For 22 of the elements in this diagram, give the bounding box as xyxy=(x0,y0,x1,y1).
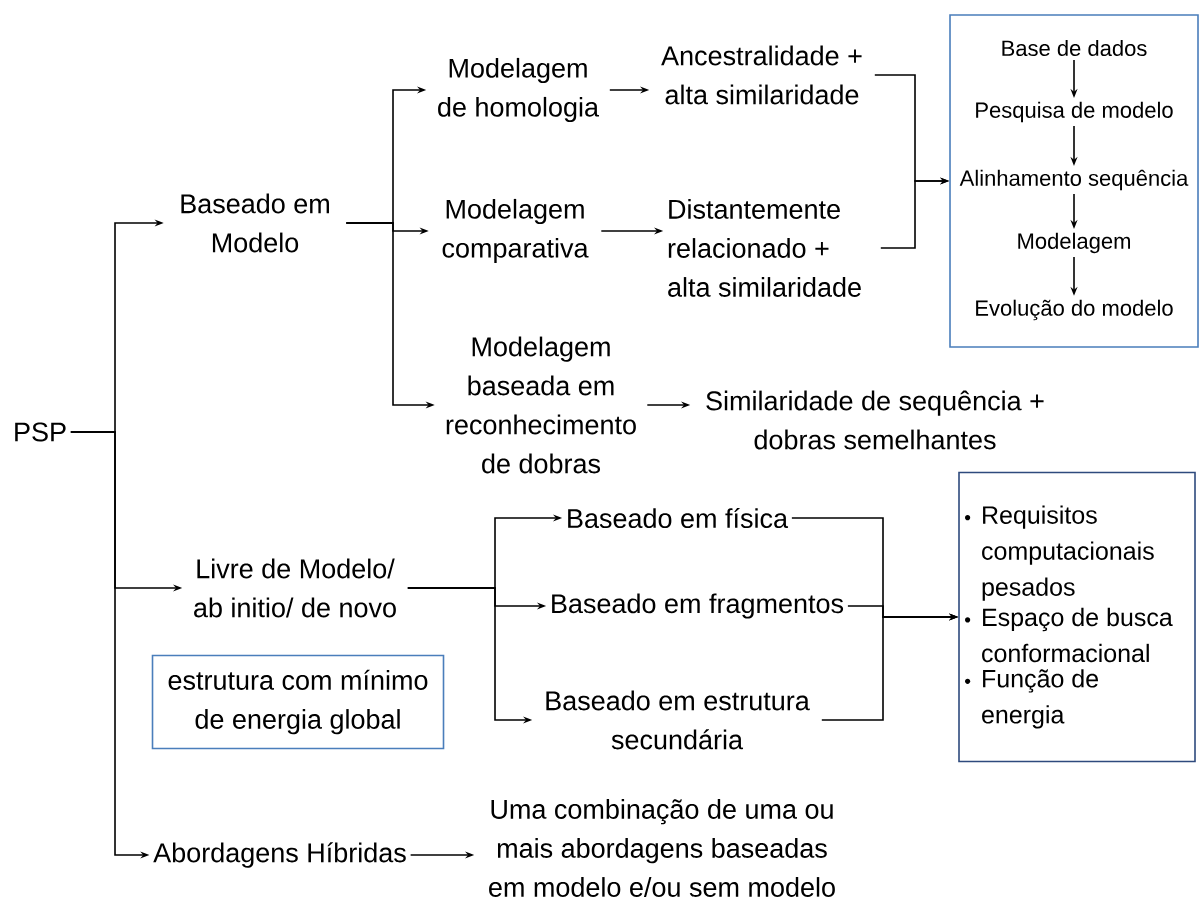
category-label: Abordagens Híbridas xyxy=(153,842,406,868)
step-label: Alinhamento sequência xyxy=(959,169,1189,191)
method-label: Modelagem baseada em reconhecimento de dobras xyxy=(446,336,636,474)
bullet-list-box: Requisitos computacionais pesados Espaço de busca conformacional Função de energia xyxy=(958,471,1196,763)
step-label: Evolução do modelo xyxy=(976,299,1173,321)
method-label: Modelagem de homologia xyxy=(438,57,599,123)
criteria-label: Distantemente relacionado + alta similaridade xyxy=(668,199,861,297)
step-label: Base de dados xyxy=(1002,39,1147,57)
category-label: Livre de Modelo/ ab initio/ de novo xyxy=(194,558,396,618)
method-label: Modelagem comparativa xyxy=(442,198,589,264)
criteria-label: Similaridade de sequência + dobras semelhantes xyxy=(706,390,1044,450)
steps-box xyxy=(949,14,1199,348)
category-label: Baseado em Modelo xyxy=(181,193,329,253)
step-label: Pesquisa de modelo xyxy=(976,101,1173,123)
method-label: Baseado em física xyxy=(568,507,789,529)
note-box: estrutura com mínimo de energia global xyxy=(151,654,445,750)
criteria-label: Ancestralidade + alta similaridade xyxy=(661,45,862,105)
root-label: PSP xyxy=(15,422,66,442)
method-label: Baseado em estrutura secundária xyxy=(546,690,810,750)
method-label: Baseado em fragmentos xyxy=(552,593,844,619)
description-label: Uma combinação de uma ou mais abordagens baseadas em modelo e/ou sem modelo xyxy=(489,799,835,897)
step-label: Modelagem xyxy=(1018,232,1130,254)
